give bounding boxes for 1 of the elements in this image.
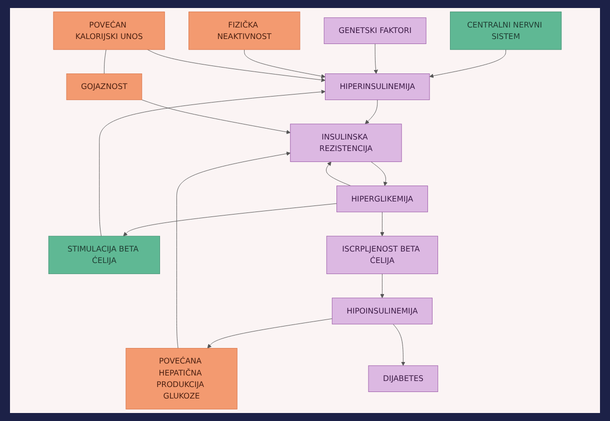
connector: [104, 49, 106, 74]
